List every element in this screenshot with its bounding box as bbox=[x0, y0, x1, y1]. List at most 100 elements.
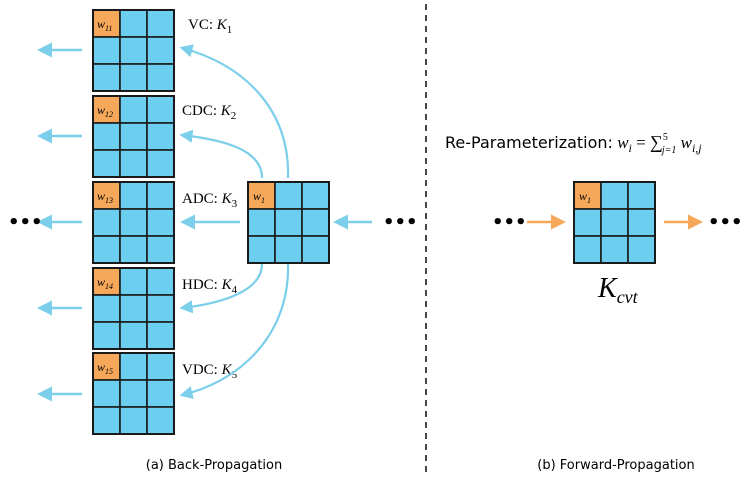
kernel-k5-grid-cell-2-0 bbox=[92, 406, 121, 435]
kernel-k2-grid-cell-1-0 bbox=[92, 122, 121, 151]
kernel-k1-grid-cell-2-1 bbox=[119, 63, 148, 92]
kernel-k1-grid bbox=[92, 9, 175, 92]
kernel-k4-label: HDC: K4 bbox=[182, 277, 238, 296]
source-kernel-grid-cell-2-2 bbox=[301, 235, 330, 264]
kernel-k4-grid-cell-1-1 bbox=[119, 294, 148, 323]
left-caption: (a) Back-Propagation bbox=[146, 458, 282, 473]
kernel-k1-grid-border bbox=[92, 9, 175, 92]
converted-kernel-grid-cell-2-1 bbox=[600, 235, 629, 264]
converted-kernel-label: Kcvt bbox=[597, 273, 639, 307]
kernel-k4-grid-cell-0-2 bbox=[146, 267, 175, 296]
kernel-k4-grid-cell-2-1 bbox=[119, 321, 148, 350]
source-kernel-grid-cell-1-1 bbox=[274, 208, 303, 237]
kernel-k5-grid-cell-1-0 bbox=[92, 379, 121, 408]
kernel-k4-grid-border bbox=[92, 267, 175, 350]
kernel-k5-weight: w15 bbox=[97, 360, 113, 376]
converted-kernel-grid-cell-2-0 bbox=[573, 235, 602, 264]
kernel-k3-grid-cell-0-2 bbox=[146, 181, 175, 210]
ellipsis-left: ••• bbox=[8, 212, 43, 233]
kernel-k5-grid-cell-2-2 bbox=[146, 406, 175, 435]
converted-kernel-grid-cell-1-0 bbox=[573, 208, 602, 237]
kernel-k4-grid bbox=[92, 267, 175, 350]
kernel-k3-grid-cell-2-2 bbox=[146, 235, 175, 264]
converted-kernel-grid bbox=[573, 181, 656, 264]
kernel-k1-grid-cell-2-2 bbox=[146, 63, 175, 92]
kernel-k3-grid-border bbox=[92, 181, 175, 264]
kernel-k1-grid-cell-2-0 bbox=[92, 63, 121, 92]
kernel-k5-grid-cell-1-2 bbox=[146, 379, 175, 408]
converted-kernel-grid-cell-0-1 bbox=[600, 181, 629, 210]
source-kernel-grid-cell-0-2 bbox=[301, 181, 330, 210]
kernel-k5-label: VDC: K5 bbox=[182, 362, 238, 381]
kernel-k1-grid-cell-1-2 bbox=[146, 36, 175, 65]
kernel-k5-grid-cell-2-1 bbox=[119, 406, 148, 435]
kernel-k5-grid-border bbox=[92, 352, 175, 435]
kernel-k2-weight: w12 bbox=[97, 103, 113, 119]
kernel-k3-grid-cell-1-2 bbox=[146, 208, 175, 237]
converted-kernel-grid-border bbox=[573, 181, 656, 264]
source-kernel-weight: w1 bbox=[253, 189, 265, 205]
kernel-k2-grid-cell-0-2 bbox=[146, 95, 175, 124]
kernel-k1-label: VC: K1 bbox=[188, 17, 232, 36]
right-caption: (b) Forward-Propagation bbox=[537, 458, 694, 473]
source-kernel-grid bbox=[247, 181, 330, 264]
curved-arrows bbox=[179, 44, 290, 399]
source-kernel-grid-cell-1-0 bbox=[247, 208, 276, 237]
source-kernel-grid-cell-0-1 bbox=[274, 181, 303, 210]
kernel-k3-grid-cell-1-1 bbox=[119, 208, 148, 237]
kernel-k5-grid bbox=[92, 352, 175, 435]
kernel-k1-grid-cell-0-2 bbox=[146, 9, 175, 38]
ellipsis-right: ••• bbox=[383, 212, 418, 233]
converted-kernel-grid-cell-2-2 bbox=[627, 235, 656, 264]
kernel-k2-grid-cell-2-1 bbox=[119, 149, 148, 178]
kernel-k3-grid-cell-1-0 bbox=[92, 208, 121, 237]
kernel-k3-grid bbox=[92, 181, 175, 264]
kernel-stack: w11 VC: K1 w12 CDC: K2 w13 ADC: K3 w14 H… bbox=[92, 9, 238, 435]
kernel-k3-weight: w13 bbox=[97, 189, 113, 205]
arrow-to-vdc bbox=[179, 263, 290, 399]
kernel-k2-grid-cell-2-0 bbox=[92, 149, 121, 178]
kernel-k3-grid-cell-0-1 bbox=[119, 181, 148, 210]
kernel-k2-label: CDC: K2 bbox=[182, 103, 236, 122]
kernel-k2-grid-cell-1-2 bbox=[146, 122, 175, 151]
kernel-k3-grid-cell-2-1 bbox=[119, 235, 148, 264]
arrow-to-vc bbox=[179, 44, 290, 179]
kernel-k4-grid-cell-2-2 bbox=[146, 321, 175, 350]
kernel-k2-grid bbox=[92, 95, 175, 178]
arrow-to-cdc bbox=[179, 129, 264, 179]
kernel-k3-label: ADC: K3 bbox=[182, 191, 238, 210]
kernel-k4-grid-cell-1-0 bbox=[92, 294, 121, 323]
source-kernel-grid-border bbox=[247, 181, 330, 264]
converted-kernel-grid-cell-1-2 bbox=[627, 208, 656, 237]
kernel-k1-grid-cell-1-1 bbox=[119, 36, 148, 65]
fwd-ellipsis-right: ••• bbox=[708, 212, 743, 233]
kernel-k4-grid-cell-0-1 bbox=[119, 267, 148, 296]
kernel-k2-grid-cell-0-0 bbox=[92, 95, 121, 124]
kernel-k1-weight: w11 bbox=[97, 17, 112, 33]
source-kernel-grid-cell-2-0 bbox=[247, 235, 276, 264]
kernel-k1-grid-cell-1-0 bbox=[92, 36, 121, 65]
kernel-k2-grid-border bbox=[92, 95, 175, 178]
output-arrows bbox=[37, 42, 82, 402]
kernel-k5-grid-cell-0-1 bbox=[119, 352, 148, 381]
source-kernel-grid-cell-1-2 bbox=[301, 208, 330, 237]
converted-kernel-grid-cell-0-2 bbox=[627, 181, 656, 210]
converted-kernel-grid-cell-1-1 bbox=[600, 208, 629, 237]
fwd-ellipsis-left: ••• bbox=[492, 212, 527, 233]
kernel-k4-grid-cell-2-0 bbox=[92, 321, 121, 350]
kernel-k4-grid-cell-1-2 bbox=[146, 294, 175, 323]
kernel-k4-weight: w14 bbox=[97, 275, 113, 291]
source-kernel-grid-cell-2-1 bbox=[274, 235, 303, 264]
kernel-k5-grid-cell-0-2 bbox=[146, 352, 175, 381]
kernel-k2-grid-cell-0-1 bbox=[119, 95, 148, 124]
converted-kernel-weight: w1 bbox=[579, 189, 591, 205]
kernel-k5-grid-cell-1-1 bbox=[119, 379, 148, 408]
kernel-k3-grid-cell-2-0 bbox=[92, 235, 121, 264]
kernel-k2-grid-cell-1-1 bbox=[119, 122, 148, 151]
kernel-k2-grid-cell-2-2 bbox=[146, 149, 175, 178]
arrow-to-hdc bbox=[179, 263, 264, 314]
kernel-k1-grid-cell-0-1 bbox=[119, 9, 148, 38]
